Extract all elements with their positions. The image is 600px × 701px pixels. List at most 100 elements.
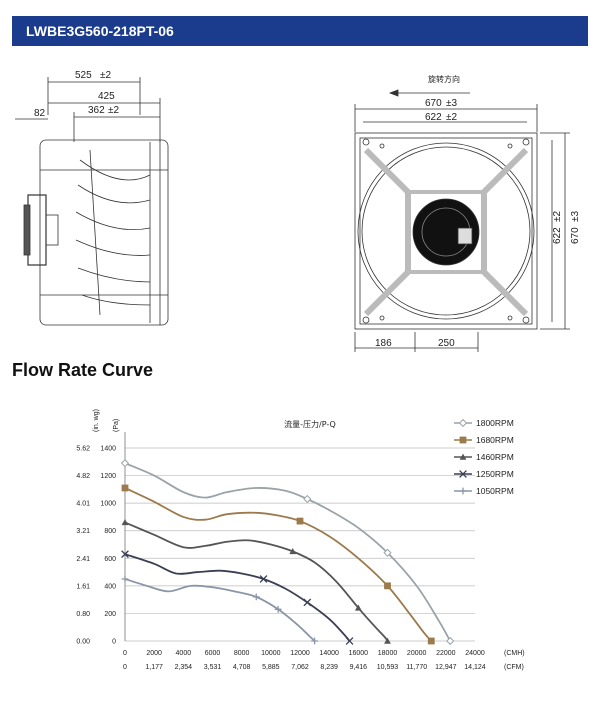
model-title: LWBE3G560-218PT-06 [26, 23, 174, 39]
series-point-1050RPM [252, 593, 260, 601]
technical-drawings: 525 ±2 425 362 ±2 82 [15, 70, 581, 352]
legend-label: 1050RPM [476, 486, 514, 496]
series-line-1680RPM [124, 487, 432, 642]
dim-inner: 362 [88, 105, 105, 116]
dim-front-inner: 622 [425, 112, 442, 123]
legend-marker-1050RPM [459, 487, 467, 495]
y-tick-inwg: 0.80 [76, 611, 90, 618]
chart-title: 流量-压力/P-Q [284, 419, 336, 429]
x-tick-cmh: 18000 [378, 650, 398, 657]
legend-label: 1460RPM [476, 452, 514, 462]
y-tick-inwg: 1.61 [76, 583, 90, 590]
y-tick-pa: 800 [104, 528, 116, 535]
series-point-1250RPM [303, 598, 312, 607]
legend-label: 1250RPM [476, 469, 514, 479]
series-point-1800RPM [303, 494, 312, 504]
x-tick-cfm: 7,062 [291, 664, 309, 671]
x-tick-cmh: 22000 [436, 650, 456, 657]
dim-front-outer-tol: ±3 [446, 98, 457, 109]
x-tick-cmh: 0 [123, 650, 127, 657]
x-unit-cfm: (CFM) [504, 664, 524, 671]
y-tick-inwg: 5.62 [76, 446, 90, 453]
y-tick-inwg: 2.41 [76, 556, 90, 563]
series-point-1800RPM [120, 459, 130, 468]
y-tick-inwg: 4.01 [76, 501, 90, 508]
series-point-1460RPM [289, 547, 297, 555]
dim-right-outer-tol: ±3 [570, 211, 581, 222]
legend-marker-1800RPM [458, 418, 468, 428]
dim-mid: 425 [98, 91, 115, 102]
legend-label: 1800RPM [476, 418, 514, 428]
dim-right-outer: 670 [570, 227, 581, 244]
x-tick-cmh: 10000 [261, 650, 281, 657]
x-tick-cmh: 4000 [176, 650, 192, 657]
x-tick-cfm: 1,177 [145, 664, 163, 671]
dim-right-inner: 622 [552, 227, 563, 244]
dim-left: 82 [34, 108, 46, 119]
y-tick-pa: 1200 [100, 473, 116, 480]
y-tick-pa: 0 [112, 639, 116, 646]
x-tick-cmh: 24000 [465, 650, 485, 657]
legend-marker-1250RPM [459, 470, 467, 478]
x-tick-cfm: 9,416 [350, 664, 368, 671]
x-tick-cmh: 14000 [319, 650, 339, 657]
section-title: Flow Rate Curve [12, 360, 154, 380]
y-tick-inwg: 3.21 [76, 528, 90, 535]
dim-right-inner-tol: ±2 [552, 211, 563, 222]
series-point-1680RPM [427, 637, 435, 645]
series-line-1460RPM [124, 521, 389, 642]
dim-front-inner-tol: ±2 [446, 112, 457, 123]
y-tick-pa: 1000 [100, 501, 116, 508]
x-tick-cfm: 12,947 [435, 664, 457, 671]
x-tick-cfm: 3,531 [204, 664, 222, 671]
series-point-1050RPM [274, 605, 282, 613]
x-tick-cmh: 2000 [146, 650, 162, 657]
y-unit-pa: (Pa) [113, 419, 120, 432]
x-tick-cmh: 8000 [234, 650, 250, 657]
series-point-1050RPM [311, 637, 318, 645]
dim-overall: 525 [75, 70, 92, 81]
series-point-1460RPM [354, 604, 362, 611]
side-view-drawing [15, 77, 169, 326]
series-point-1800RPM [383, 548, 392, 557]
rotation-direction-label: 旋转方向 [428, 74, 460, 84]
x-tick-cmh: 16000 [349, 650, 369, 657]
x-tick-cfm: 0 [123, 664, 127, 671]
series-point-1680RPM [384, 582, 391, 590]
series-point-1680RPM [296, 517, 304, 525]
x-unit-cmh: (CMH) [504, 650, 525, 657]
series-line-1800RPM [124, 462, 451, 642]
legend-marker-1680RPM [459, 436, 467, 444]
dim-bottom-left: 186 [375, 338, 392, 349]
series-point-1250RPM [121, 550, 129, 559]
x-tick-cfm: 4,708 [233, 664, 251, 671]
x-tick-cfm: 11,770 [406, 664, 427, 671]
y-tick-inwg: 4.82 [76, 473, 90, 480]
x-tick-cmh: 12000 [290, 650, 310, 657]
series-point-1250RPM [345, 637, 354, 645]
series-point-1680RPM [121, 484, 129, 492]
series-point-1050RPM [121, 575, 129, 583]
dim-bottom-right: 250 [438, 338, 455, 349]
x-tick-cfm: 10,593 [377, 664, 399, 671]
legend-label: 1680RPM [476, 435, 514, 445]
y-tick-pa: 600 [104, 556, 116, 563]
dim-inner-tol: ±2 [108, 105, 119, 116]
series-point-1800RPM [446, 636, 455, 646]
front-view-drawing [354, 89, 570, 352]
x-tick-cfm: 8,239 [320, 664, 338, 671]
series-line-1250RPM [124, 553, 351, 642]
series-point-1250RPM [259, 575, 268, 583]
x-tick-cmh: 6000 [205, 650, 221, 657]
y-tick-pa: 1400 [100, 446, 116, 453]
model-banner: LWBE3G560-218PT-06 [12, 16, 588, 46]
dim-front-outer: 670 [425, 98, 442, 109]
x-tick-cfm: 5,885 [262, 664, 280, 671]
series-point-1460RPM [384, 637, 391, 644]
dim-overall-tol: ±2 [100, 70, 111, 81]
series-point-1460RPM [121, 519, 129, 526]
series-line-1050RPM [124, 578, 316, 642]
y-tick-pa: 400 [104, 583, 116, 590]
y-tick-inwg: 0.00 [76, 639, 90, 646]
